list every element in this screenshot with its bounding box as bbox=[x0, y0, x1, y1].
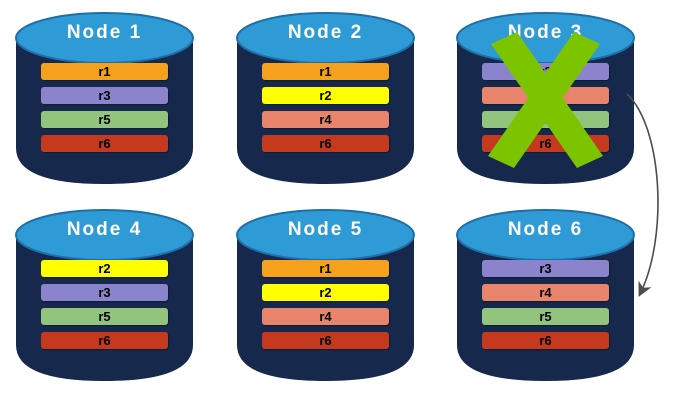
replica-bar-list: r3 r4 r5 r6 bbox=[482, 260, 609, 349]
replica-bar[interactable]: r6 bbox=[482, 332, 609, 349]
node-cylinder-4[interactable]: Node 4 r2 r3 r5 r6 bbox=[14, 205, 195, 383]
replica-bar[interactable]: r3 bbox=[482, 63, 609, 80]
replica-bar[interactable]: r2 bbox=[262, 87, 389, 104]
replica-bar[interactable]: r6 bbox=[41, 332, 168, 349]
replica-bar[interactable]: r6 bbox=[482, 135, 609, 152]
replica-bar-list: r1 r3 r5 r6 bbox=[41, 63, 168, 152]
replica-bar[interactable]: r3 bbox=[482, 260, 609, 277]
replica-bar[interactable]: r1 bbox=[262, 260, 389, 277]
replica-bar[interactable]: r6 bbox=[262, 332, 389, 349]
replica-bar-list: r2 r3 r5 r6 bbox=[41, 260, 168, 349]
replica-bar[interactable]: r5 bbox=[482, 308, 609, 325]
replica-bar[interactable]: r5 bbox=[41, 308, 168, 325]
replica-bar[interactable]: r4 bbox=[482, 284, 609, 301]
replica-bar[interactable]: r3 bbox=[41, 284, 168, 301]
replica-bar[interactable]: r2 bbox=[41, 260, 168, 277]
replica-bar-list: r1 r2 r4 r6 bbox=[262, 260, 389, 349]
replica-bar-list: r1 r2 r4 r6 bbox=[262, 63, 389, 152]
replica-bar[interactable]: r1 bbox=[41, 63, 168, 80]
replica-bar[interactable]: r4 bbox=[482, 87, 609, 104]
replica-bar[interactable]: r6 bbox=[262, 135, 389, 152]
replica-bar[interactable]: r5 bbox=[41, 111, 168, 128]
node-cylinder-2[interactable]: Node 2 r1 r2 r4 r6 bbox=[235, 8, 416, 186]
node-cylinder-1[interactable]: Node 1 r1 r3 r5 r6 bbox=[14, 8, 195, 186]
replica-bar[interactable]: r3 bbox=[41, 87, 168, 104]
replica-bar-list: r3 r4 r5 r6 bbox=[482, 63, 609, 152]
replica-bar[interactable]: r2 bbox=[262, 284, 389, 301]
node-cylinder-5[interactable]: Node 5 r1 r2 r4 r6 bbox=[235, 205, 416, 383]
node-cylinder-6[interactable]: Node 6 r3 r4 r5 r6 bbox=[455, 205, 636, 383]
node-cylinder-3[interactable]: Node 3 r3 r4 r5 r6 bbox=[455, 8, 636, 186]
replica-bar[interactable]: r4 bbox=[262, 308, 389, 325]
replica-bar[interactable]: r6 bbox=[41, 135, 168, 152]
replica-bar[interactable]: r5 bbox=[482, 111, 609, 128]
replica-bar[interactable]: r1 bbox=[262, 63, 389, 80]
replica-bar[interactable]: r4 bbox=[262, 111, 389, 128]
